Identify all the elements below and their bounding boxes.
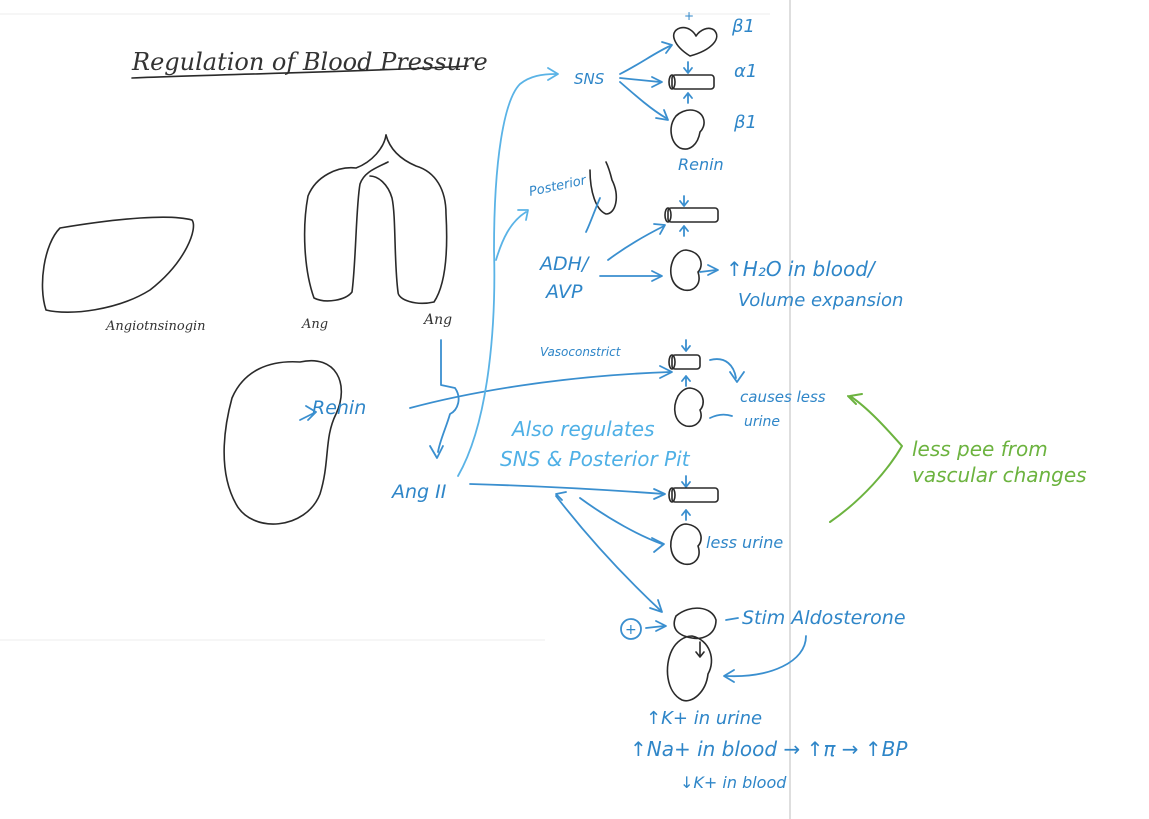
vessel-3-up-arrow-icon [681,375,691,387]
causes-less-urine-line2: urine [744,414,780,430]
also-regulates-line1: Also regulates [510,417,655,441]
h2o-effect-line1: ↑H₂O in blood/ [726,257,877,281]
vessel-3-down-arrow-icon [681,339,691,352]
vessel-4-up-arrow-icon [681,509,691,521]
adh-vessel-arrowhead-icon [653,223,666,235]
aldosterone-return-line [725,635,807,678]
lung-left-label: Ang [301,317,328,332]
adrenal-gland-icon [673,607,717,640]
adrenal-kidney-icon [666,635,713,702]
sns-kidney-arrowhead-icon [655,109,669,121]
aldosterone-arrow-line [725,617,739,621]
sns-renin-label: Renin [678,155,724,174]
renin-to-vessel-line [409,371,671,409]
aldosterone-label: Stim Aldosterone [742,607,906,629]
ang2-to-posterior-line [495,211,527,261]
pituitary-icon [589,161,618,215]
plus-arrow-line [645,625,665,629]
sns-to-kidney-line [619,81,667,119]
summary-line1: less pee from [912,437,1048,461]
vessel-down-arrow-icon [683,61,693,74]
ang2-to-kidney-line [579,497,663,545]
heart-receptor-label: β1 [731,16,755,37]
vessel-3-curve-arrowhead-icon [729,371,745,383]
aldosterone-return-arrowhead-icon [723,669,735,683]
adh-line2: AVP [544,281,583,303]
kidney-icon [223,359,343,525]
vessel-3-curve-line [709,358,737,379]
plus-sign-label: + [625,622,637,638]
sns-vessel-arrowhead-icon [651,76,663,88]
posterior-arrowhead-icon [517,209,529,221]
sns-to-vessel-line [619,77,661,83]
adh-line1: ADH/ [538,253,591,275]
vessel-2-up-arrow-icon [679,225,689,237]
sns-label: SNS [574,70,605,88]
ang2-to-adrenal-line [555,495,661,611]
small-kidney-icon [670,109,705,150]
vasoconstrict-label: Vasoconstrict [540,345,622,359]
lung-right-label: Ang [422,312,452,328]
liver-icon [41,216,195,313]
ang2-vessel-arrowhead-icon [653,488,666,500]
bracket-arrowhead-icon [847,393,863,405]
heart-icon [672,26,718,57]
title-underline [131,65,469,79]
adrenal-effect-line3: ↓K+ in blood [680,773,787,792]
less-urine-label: less urine [706,533,783,552]
vessel-4-icon [668,487,719,503]
ang2-to-vessel-line [469,483,665,495]
adh-kidney-arrowhead-icon [651,270,663,282]
right-lung-icon [369,134,448,305]
pituitary-down-line [585,197,601,233]
ang2-kidney-arrowhead-icon [651,537,665,553]
causes-less-urine-line1: causes less [740,388,826,406]
ang2-to-sns-line [457,73,557,477]
kidney-renin-label: Renin [312,397,366,419]
summary-line2: vascular changes [912,463,1087,487]
heart-plus-sign: + [684,9,694,23]
vessel-3-icon [668,354,701,370]
plus-circle-icon [620,618,642,640]
liver-label: Angiotnsinogin [105,319,206,334]
sns-arrowhead-icon [547,67,559,81]
h2o-effect-line2: Volume expansion [738,290,903,311]
kidney-2-arrowhead-icon [707,264,719,276]
plus-arrowhead-icon [655,620,667,632]
ang-arrowhead-icon [429,445,444,459]
summary-bracket [829,395,903,523]
left-lung-icon [303,134,389,302]
renin-vessel-arrowhead-icon [659,365,673,379]
vessel-4-down-arrow-icon [681,475,691,488]
kidney-receptor-label: β1 [733,112,757,133]
kidney-2-arrow-line [699,269,717,273]
renin-arrow-icon [299,405,317,421]
vessel-receptor-label: α1 [734,61,757,82]
vessel-2-down-arrow-icon [679,195,689,207]
diagram-title: Regulation of Blood Pressure [131,48,488,76]
kidney-3-icon [673,387,704,428]
also-regulates-line2: SNS & Posterior Pit [500,447,691,471]
vessel-up-arrow-icon [683,92,693,104]
kidney-3-arrow-line [709,413,733,419]
adrenal-back-arrowhead-icon [555,491,567,501]
vessel-icon [668,74,715,90]
posterior-label: Posterior [528,173,589,200]
ang2-label: Ang II [390,481,447,503]
ang-to-ang2-line [437,339,460,453]
sns-to-heart-line [619,45,671,75]
adh-to-vessel-line [607,225,665,261]
adrenal-down-arrow-icon [695,641,705,658]
adrenal-effect-line2: ↑Na+ in blood → ↑π → ↑BP [630,737,908,761]
kidney-2-icon [670,249,702,292]
kidney-4-icon [670,523,702,566]
adrenal-effect-line1: ↑K+ in urine [646,708,762,729]
adrenal-arrowhead-icon [649,599,663,613]
vessel-2-icon [664,207,719,223]
heart-arrowhead-icon [661,41,673,54]
